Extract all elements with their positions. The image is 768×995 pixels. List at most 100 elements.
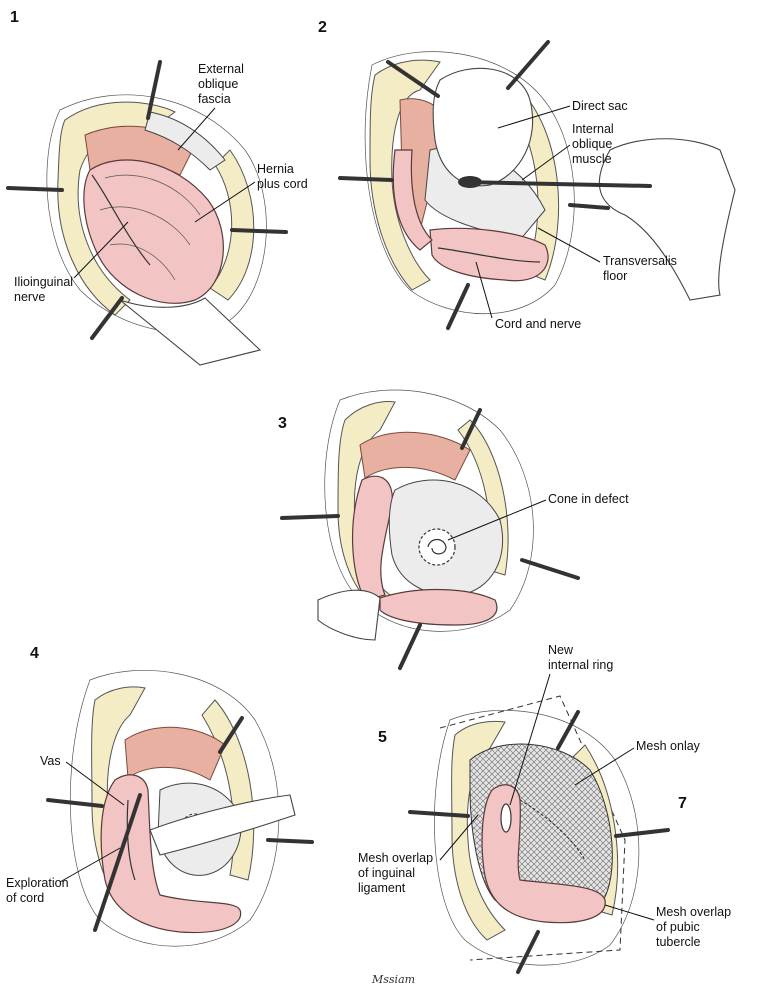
p4-label-vas: Vas	[40, 754, 61, 768]
p2-nerve	[437, 247, 541, 263]
panel-3: 3 Cone in defect	[278, 389, 629, 670]
p3-muscle-top	[359, 431, 471, 481]
p5-retractor-left	[408, 810, 470, 818]
p1-skin-outline	[46, 94, 267, 333]
p3-leader-cone	[447, 499, 547, 541]
panel-1: 1 External oblique fascia Hernia plus co…	[6, 9, 308, 366]
p4-muscle-top	[124, 726, 226, 781]
panel-5-drawing	[408, 695, 670, 974]
p3-skin-outline	[324, 389, 534, 632]
p2-instrument-tip	[458, 176, 482, 188]
p2-leader-direct-sac	[497, 105, 571, 129]
p2-retractor-right	[568, 203, 610, 210]
p1-leader-nerve	[73, 221, 129, 279]
p5-retractor-right	[614, 828, 670, 838]
p4-instrument	[93, 793, 142, 932]
p1-fascia-flap	[144, 111, 226, 171]
p5-cord	[481, 784, 606, 924]
p4-vas	[126, 799, 136, 881]
panel-2-drawing	[338, 40, 736, 330]
p3-cord-left	[352, 475, 393, 601]
p1-leader-fascia	[177, 107, 216, 151]
p5-leader-ligament	[439, 814, 479, 861]
p2-cord-left	[392, 149, 433, 251]
p1-label-external-oblique-fascia: External oblique fascia	[198, 62, 247, 106]
p2-direct-sac	[432, 67, 534, 187]
p1-retractor-bottom	[90, 296, 124, 340]
p3-flap-left	[317, 589, 381, 641]
panel-number-4: 4	[30, 645, 39, 662]
p2-skin-outline	[364, 51, 575, 315]
p5-label-mesh-overlap-inguinal-ligament: Mesh overlap of inguinal ligament	[358, 851, 437, 895]
p5-leader-ring	[509, 673, 551, 806]
p4-retractor-right	[266, 838, 314, 844]
p2-leader-cord	[475, 261, 493, 319]
p4-skin-outline	[70, 670, 280, 947]
p5-retractor-top	[556, 710, 580, 750]
panel-number-1: 1	[10, 9, 19, 26]
panel-3-drawing	[280, 389, 580, 670]
p1-fat-left	[57, 101, 176, 316]
p3-retractor-top	[460, 408, 482, 450]
p2-retractor-left	[338, 176, 394, 182]
p2-leader-transversalis	[537, 227, 601, 263]
p2-retractor-topright	[506, 40, 550, 90]
panel-number-7: 7	[678, 795, 687, 812]
p4-retractor-top	[218, 716, 244, 754]
p4-retracted-flap	[149, 794, 296, 856]
p5-internal-ring	[500, 803, 512, 833]
p1-sac-texture	[99, 174, 201, 281]
p4-leader-vas	[65, 761, 125, 806]
panel-2: 2 Direct sac Internal oblique muscle	[318, 19, 736, 331]
p3-cord-bottom	[379, 588, 498, 626]
panel-number-2: 2	[318, 19, 327, 36]
p5-retractor-bottom	[516, 930, 540, 974]
panel-number-3: 3	[278, 415, 287, 432]
p2-label-transversalis-floor: Transversalis floor	[603, 254, 680, 283]
p2-retractor-topleft	[386, 60, 440, 98]
panel-4-drawing	[46, 670, 314, 947]
p2-retractor-bottom	[446, 283, 470, 330]
p2-label-direct-sac: Direct sac	[572, 99, 628, 113]
p5-mesh-suture	[519, 799, 586, 861]
p1-leader-hernia	[194, 181, 256, 223]
p3-cone-spiral	[427, 538, 447, 555]
p2-instrument	[460, 180, 652, 188]
p5-skin-outline	[434, 710, 640, 966]
p4-cord	[100, 774, 242, 934]
p2-label-internal-oblique-muscle: Internal oblique muscle	[572, 122, 617, 166]
panel-number-5: 5	[378, 729, 387, 746]
p3-label-cone-in-defect: Cone in defect	[548, 492, 629, 506]
p3-retractor-left	[280, 514, 340, 520]
p5-leader-pubic	[604, 904, 655, 921]
p1-label-ilioinguinal-nerve: Ilioinguinal nerve	[14, 275, 77, 304]
p5-dashed-outline	[439, 695, 626, 961]
p1-lower-flap	[119, 297, 262, 366]
p5-fat-left	[451, 720, 506, 941]
p1-retractor-left	[6, 186, 64, 192]
panel-4: 4 Vas Exploration of cord	[6, 645, 314, 947]
p1-hernia-sac	[83, 159, 224, 304]
p4-label-exploration-of-cord: Exploration of cord	[6, 876, 72, 905]
p3-cone-plug	[418, 528, 456, 566]
p4-retractor-left	[46, 798, 104, 808]
p1-label-hernia-plus-cord: Hernia plus cord	[257, 162, 308, 191]
p5-label-new-internal-ring: New internal ring	[548, 643, 613, 672]
artist-signature: Mssiam	[371, 973, 415, 986]
p5-label-mesh-overlap-pubic-tubercle: Mesh overlap of pubic tubercle	[656, 905, 735, 949]
p1-retractor-right	[230, 228, 288, 234]
p2-hand	[598, 138, 736, 301]
p2-fat-left	[369, 59, 441, 291]
p5-leader-onlay	[574, 747, 635, 786]
panel-1-drawing	[6, 60, 288, 366]
p4-leader-exploration	[59, 847, 121, 883]
p1-nerve	[91, 174, 151, 266]
p2-cord	[429, 227, 549, 282]
p3-retractor-bottom	[398, 623, 422, 670]
p1-retractor-top	[146, 60, 162, 120]
p1-fat-right	[209, 149, 255, 301]
panel-5: 5 7 New internal ring Mesh onlay Mesh ov…	[358, 643, 735, 974]
p2-label-cord-and-nerve: Cord and nerve	[495, 317, 581, 331]
p3-retractor-right	[520, 558, 580, 580]
